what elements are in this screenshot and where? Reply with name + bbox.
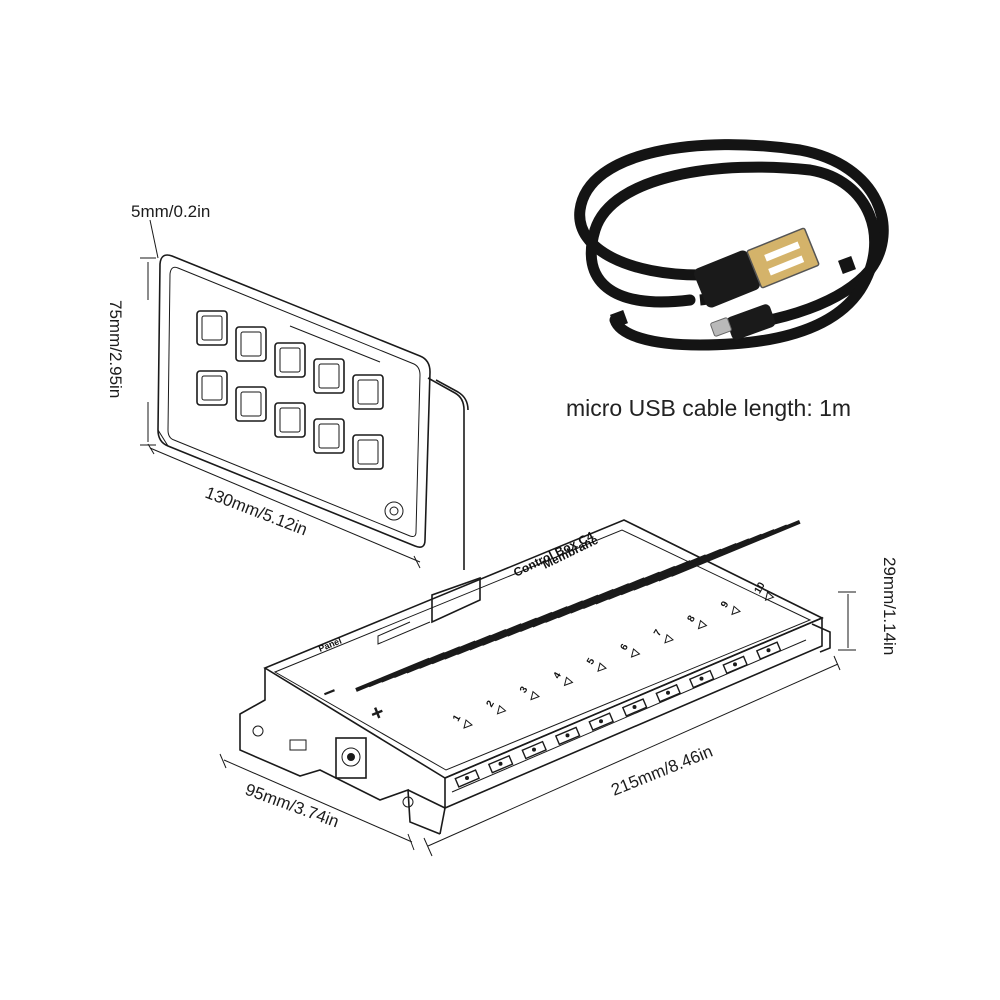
vent-slot bbox=[670, 519, 801, 577]
minus-label: – bbox=[319, 677, 340, 705]
channel-labels: 1 2 3 4 5 6 7 8 9 10 bbox=[451, 580, 775, 729]
panel-logo-icon bbox=[384, 501, 404, 521]
terminal-screw bbox=[498, 761, 503, 766]
channel-number: 9 bbox=[719, 599, 732, 610]
terminal bbox=[521, 740, 547, 760]
channel-arrow-icon bbox=[530, 690, 540, 701]
panel-button-grid bbox=[196, 310, 384, 470]
panel-button bbox=[196, 310, 228, 346]
panel-button-inner bbox=[318, 363, 340, 389]
channel-number: 8 bbox=[686, 613, 699, 624]
usb-a-connector bbox=[694, 227, 820, 308]
panel-dimension-lines bbox=[140, 219, 421, 569]
panel-button bbox=[274, 342, 306, 378]
panel-height-dimension: 75mm/2.95in bbox=[106, 300, 125, 398]
channel-arrow-icon bbox=[630, 648, 641, 658]
channel-arrow-icon bbox=[731, 605, 741, 616]
channel-arrow-icon bbox=[597, 662, 607, 673]
panel-button-inner bbox=[357, 379, 379, 405]
terminal bbox=[487, 754, 514, 774]
terminal-screw bbox=[699, 676, 704, 681]
box-width-dimension: 95mm/3.74in bbox=[243, 780, 342, 831]
micro-usb-connector bbox=[710, 304, 776, 340]
panel-button bbox=[196, 370, 228, 406]
panel-button-inner bbox=[279, 407, 301, 433]
channel-arrow-icon bbox=[697, 619, 708, 630]
panel-button bbox=[313, 358, 345, 394]
terminal bbox=[655, 683, 681, 703]
terminal bbox=[722, 655, 748, 675]
terminal bbox=[588, 712, 614, 732]
channel-arrow-icon bbox=[463, 719, 473, 729]
panel-button-inner bbox=[279, 347, 301, 373]
power-terminal-icon bbox=[335, 737, 367, 779]
channel-number: 10 bbox=[753, 580, 768, 596]
terminal-screw bbox=[666, 690, 670, 695]
panel-button bbox=[235, 386, 267, 422]
brand-line-2: Control Box C4 bbox=[511, 529, 596, 580]
channel-arrow-icon bbox=[563, 676, 574, 687]
plus-label: + bbox=[367, 699, 388, 727]
channel-number: 4 bbox=[552, 670, 565, 681]
channel-number: 3 bbox=[518, 684, 531, 695]
terminal bbox=[454, 769, 480, 788]
usb-cable-illustration bbox=[574, 139, 889, 351]
panel-thickness-dimension: 5mm/0.2in bbox=[131, 202, 210, 221]
channel-arrow-icon bbox=[764, 591, 775, 602]
terminal-screw bbox=[599, 719, 603, 724]
panel-button bbox=[352, 434, 384, 470]
panel-button-inner bbox=[318, 423, 340, 449]
channel-number: 5 bbox=[585, 656, 598, 667]
panel-button-inner bbox=[240, 331, 262, 357]
panel-button bbox=[352, 374, 384, 410]
channel-number: 2 bbox=[485, 699, 498, 710]
panel-button-inner bbox=[240, 391, 262, 417]
channel-number: 7 bbox=[652, 628, 665, 639]
terminal-screw bbox=[465, 776, 469, 780]
box-length-dimension: 215mm/8.46in bbox=[608, 742, 715, 800]
panel-button-inner bbox=[201, 315, 223, 341]
channel-number: 6 bbox=[619, 642, 632, 653]
terminal-screw bbox=[532, 747, 536, 752]
panel-button-inner bbox=[357, 439, 379, 465]
channel-number: 1 bbox=[451, 713, 464, 724]
terminal bbox=[621, 698, 648, 717]
terminal bbox=[755, 641, 782, 661]
terminal-screw bbox=[733, 662, 737, 667]
box-height-dimension: 29mm/1.14in bbox=[880, 557, 899, 655]
panel-button bbox=[235, 326, 267, 362]
terminal-strip bbox=[454, 641, 782, 788]
channel-arrow-icon bbox=[496, 704, 507, 715]
panel-port-label: Panel bbox=[317, 636, 343, 654]
terminal-screw bbox=[766, 648, 771, 653]
vent-slots bbox=[355, 519, 801, 692]
panel-button bbox=[313, 418, 345, 454]
cable-length-label: micro USB cable length: 1m bbox=[566, 395, 851, 421]
terminal bbox=[688, 669, 715, 689]
box-dimension-lines bbox=[219, 591, 856, 857]
panel-button bbox=[274, 402, 306, 438]
terminal bbox=[554, 726, 581, 746]
terminal-screw bbox=[632, 705, 637, 709]
channel-arrow-icon bbox=[664, 633, 674, 644]
terminal-screw bbox=[565, 733, 570, 738]
panel-width-dimension: 130mm/5.12in bbox=[203, 483, 310, 539]
panel-button-inner bbox=[201, 375, 223, 401]
switch-panel bbox=[157, 254, 469, 570]
